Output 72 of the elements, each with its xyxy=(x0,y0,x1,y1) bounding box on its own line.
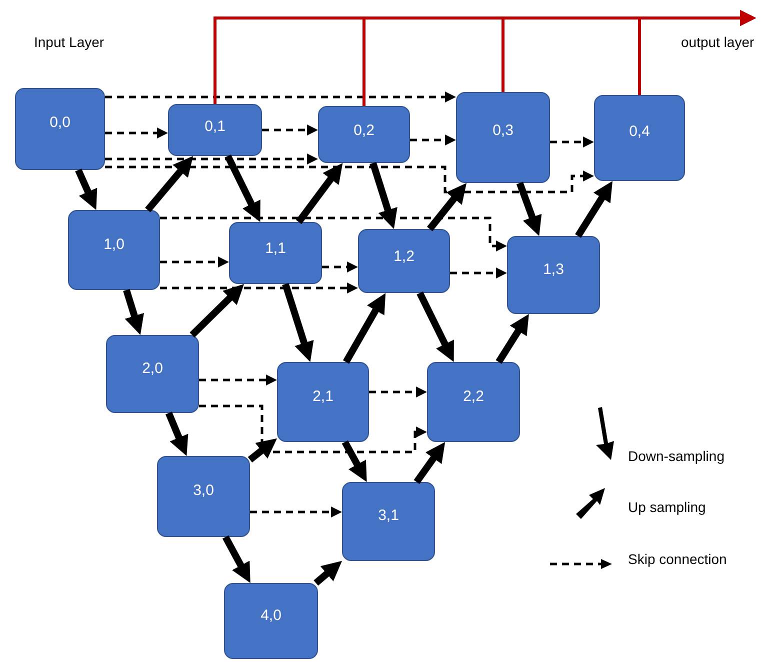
skip-connection-arrow xyxy=(105,154,318,164)
node-label: 0,4 xyxy=(629,124,650,140)
node-label: 2,0 xyxy=(142,360,163,377)
node-label: 3,0 xyxy=(193,483,214,500)
sampling-arrow xyxy=(370,162,398,230)
legend-label: Up sampling xyxy=(628,499,706,515)
skip-connection-arrow xyxy=(199,404,427,454)
node-label: 1,1 xyxy=(265,241,286,258)
skip-connection-arrow xyxy=(160,216,507,252)
skip-connection-arrow xyxy=(160,256,229,268)
legend-label: Down-sampling xyxy=(628,448,724,464)
layer-node-box xyxy=(224,583,318,659)
output-arrow xyxy=(638,10,756,95)
sampling-arrow xyxy=(222,535,250,583)
skip-connection-arrow xyxy=(262,124,318,136)
sampling-arrow xyxy=(296,162,343,224)
layer-node-box xyxy=(456,92,550,183)
skip-connection-arrow xyxy=(105,128,168,138)
skip-connection-arrow xyxy=(410,134,456,146)
sampling-arrow xyxy=(342,293,386,364)
sampling-arrow xyxy=(496,314,529,364)
sampling-arrow xyxy=(224,154,260,222)
skip-connection-arrow xyxy=(105,166,594,194)
layer-node-box xyxy=(168,104,262,156)
node-label: 0,0 xyxy=(50,115,70,132)
layer-node-box xyxy=(358,229,450,293)
node-label: 0,2 xyxy=(354,122,374,139)
layer-node-box xyxy=(594,95,685,181)
sampling-arrow xyxy=(282,282,314,362)
layer-node-box xyxy=(157,456,250,537)
sampling-arrow xyxy=(414,442,446,484)
skip-connection-arrow xyxy=(322,262,358,272)
sampling-arrow xyxy=(145,156,194,212)
sampling-arrow xyxy=(575,181,613,238)
node-label: 2,2 xyxy=(463,388,484,405)
node-label: 3,1 xyxy=(378,508,399,524)
layer-node-box xyxy=(507,236,600,314)
skip-connection-arrow xyxy=(369,386,427,398)
skip-connection-arrow xyxy=(450,268,507,278)
layer-node-box xyxy=(68,210,160,290)
layer-node-box xyxy=(318,106,410,163)
sampling-arrow xyxy=(123,288,144,335)
node-label: 1,0 xyxy=(104,236,124,253)
sampling-arrow xyxy=(248,438,278,462)
sampling-arrow xyxy=(190,284,244,338)
node-label: 1,3 xyxy=(543,262,564,278)
skip-connection-arrow xyxy=(160,282,358,294)
node-label: 0,3 xyxy=(492,123,514,140)
sampling-arrow xyxy=(516,182,542,236)
node-label: 2,1 xyxy=(312,388,334,405)
layer-node-box xyxy=(15,88,105,170)
sampling-arrow xyxy=(426,183,467,232)
skip-connection-arrow xyxy=(550,136,594,148)
layer-node-box xyxy=(106,335,199,413)
layer-label: Input Layer xyxy=(34,34,104,50)
layer-node-box xyxy=(427,362,520,442)
layer-node-box xyxy=(229,222,322,284)
node-label: 1,2 xyxy=(394,248,414,265)
skip-connection-arrow xyxy=(199,374,277,386)
legend-label: Skip connection xyxy=(628,551,727,567)
skip-connection-arrow xyxy=(250,506,342,518)
node-label: 4,0 xyxy=(260,608,282,624)
sampling-arrow xyxy=(75,168,98,210)
node-label: 0,1 xyxy=(204,118,226,135)
sampling-arrow xyxy=(416,291,454,362)
sampling-arrow xyxy=(342,440,367,482)
layer-node-box xyxy=(277,362,369,442)
layer-node-box xyxy=(342,482,435,561)
sampling-arrow xyxy=(314,560,342,586)
skip-connection-arrow xyxy=(105,92,456,102)
sampling-arrow xyxy=(165,412,188,456)
layer-label: output layer xyxy=(681,34,754,50)
